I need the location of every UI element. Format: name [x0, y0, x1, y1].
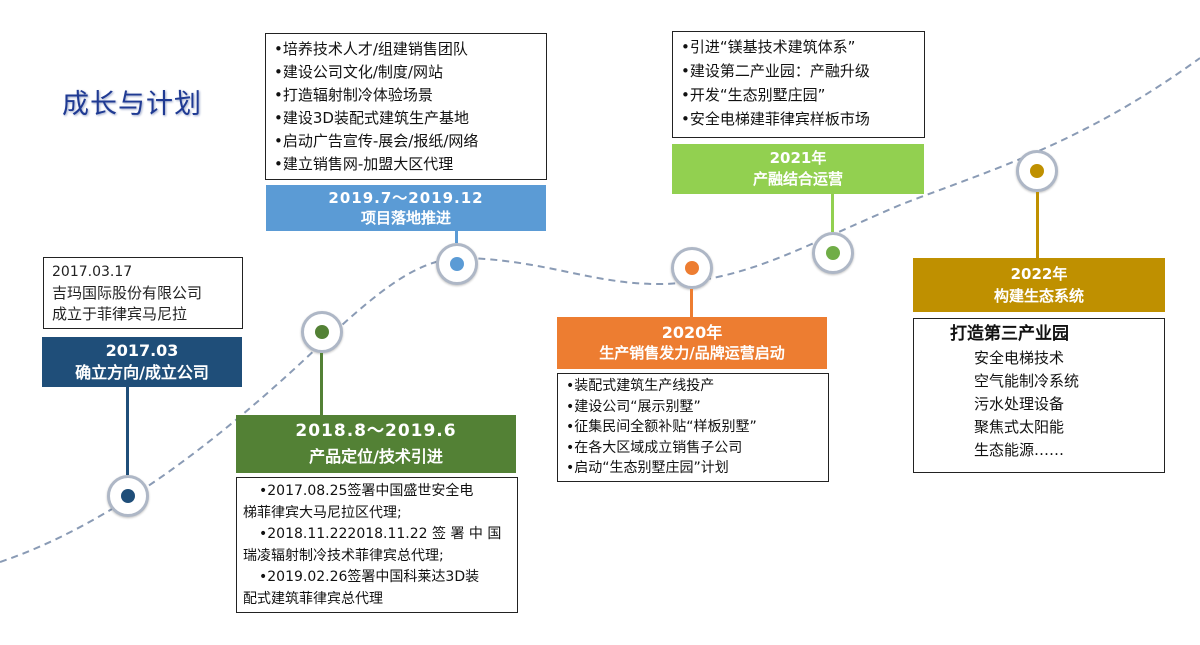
detail-item: 污水处理设备 [974, 395, 1065, 413]
milestone-subtitle: 产品定位/技术引进 [309, 447, 443, 466]
detail-item: •启动“生态别墅庄园”计划 [566, 460, 729, 476]
node-dot [450, 257, 464, 271]
connector-line-2017 [126, 387, 129, 475]
milestone-subtitle: 生产销售发力/品牌运营启动 [599, 344, 785, 362]
detail-item: •建设公司“展示别墅” [566, 398, 701, 415]
milestone-banner-2019: 2019.7～2019.12 项目落地推进 [266, 185, 546, 231]
detail-box-2021: •引进“镁基技术建筑体系” •建设第二产业园：产融升级 •开发“生态别墅庄园” … [672, 31, 925, 138]
detail-item: 安全电梯技术 [974, 349, 1065, 367]
page-title: 成长与计划 [62, 89, 202, 120]
node-dot [685, 261, 699, 275]
node-dot [315, 325, 329, 339]
milestone-date: 2017.03 [105, 341, 179, 360]
milestone-banner-2021: 2021年 产融结合运营 [672, 144, 924, 194]
detail-item: •2017.08.25签署中国盛世安全电 [259, 483, 474, 499]
connector-line-2022 [1036, 192, 1039, 258]
note-line: 2017.03.17 [52, 264, 133, 280]
milestone-date: 2021年 [769, 149, 827, 167]
timeline-node-2021[interactable] [812, 232, 854, 274]
milestone-banner-2018: 2018.8～2019.6 产品定位/技术引进 [236, 415, 516, 473]
milestone-date: 2018.8～2019.6 [295, 421, 457, 441]
detail-item: •打造辐射制冷体验场景 [274, 86, 433, 104]
milestone-banner-2020: 2020年 生产销售发力/品牌运营启动 [557, 317, 827, 369]
timeline-node-2022[interactable] [1016, 150, 1058, 192]
note-box-2017: 2017.03.17 吉玛国际股份有限公司 成立于菲律宾马尼拉 [43, 257, 243, 329]
node-dot [826, 246, 840, 260]
detail-item: •培养技术人才/组建销售团队 [274, 40, 468, 58]
milestone-subtitle: 产融结合运营 [752, 170, 843, 188]
detail-item: 生态能源…… [974, 441, 1065, 459]
milestone-subtitle: 确立方向/成立公司 [75, 363, 209, 382]
timeline-node-2020[interactable] [671, 247, 713, 289]
connector-line-2019 [455, 231, 458, 243]
milestone-date: 2019.7～2019.12 [328, 189, 484, 207]
detail-item: •建立销售网-加盟大区代理 [274, 155, 454, 173]
detail-box-2018: •2017.08.25签署中国盛世安全电 梯菲律宾大马尼拉区代理; •2018.… [236, 477, 518, 613]
detail-item: •装配式建筑生产线投产 [566, 378, 715, 394]
detail-box-2020: •装配式建筑生产线投产 •建设公司“展示别墅” •征集民间全额补贴“样板别墅” … [557, 373, 829, 482]
connector-line-2021 [831, 194, 834, 232]
detail-box-2019: •培养技术人才/组建销售团队 •建设公司文化/制度/网站 •打造辐射制冷体验场景… [265, 33, 547, 180]
timeline-node-2018[interactable] [301, 311, 343, 353]
detail-item: •引进“镁基技术建筑体系” [681, 38, 856, 56]
milestone-banner-2017: 2017.03 确立方向/成立公司 [42, 337, 242, 387]
detail-item: •建设公司文化/制度/网站 [274, 63, 443, 81]
detail-item: 梯菲律宾大马尼拉区代理; [243, 504, 402, 521]
detail-item: 空气能制冷系统 [974, 372, 1080, 390]
timeline-node-2019[interactable] [436, 243, 478, 285]
detail-item: •2018.11.222018.11.22 签 署 中 国 [259, 526, 502, 542]
node-dot [121, 489, 135, 503]
detail-item: 聚焦式太阳能 [974, 418, 1065, 436]
note-line: 吉玛国际股份有限公司 [52, 284, 203, 302]
milestone-subtitle: 项目落地推进 [360, 209, 451, 227]
timeline-node-2017[interactable] [107, 475, 149, 517]
detail-item: •安全电梯建菲律宾样板市场 [681, 110, 870, 128]
detail-item: •2019.02.26签署中国科莱达3D装 [259, 569, 480, 585]
detail-item: 瑞凌辐射制冷技术菲律宾总代理; [243, 547, 444, 564]
detail-item: •开发“生态别墅庄园” [681, 86, 826, 104]
detail-heading: 打造第三产业园 [950, 324, 1069, 344]
detail-item: 配式建筑菲律宾总代理 [243, 590, 383, 607]
detail-item: •启动广告宣传-展会/报纸/网络 [274, 132, 479, 150]
connector-line-2018 [320, 353, 323, 415]
milestone-date: 2022年 [1010, 265, 1068, 283]
detail-item: •建设3D装配式建筑生产基地 [274, 109, 469, 127]
detail-item: •在各大区域成立销售子公司 [566, 439, 743, 456]
milestone-date: 2020年 [661, 323, 723, 342]
node-dot [1030, 164, 1044, 178]
milestone-subtitle: 构建生态系统 [993, 287, 1084, 305]
detail-box-2022: 打造第三产业园 安全电梯技术 空气能制冷系统 污水处理设备 聚焦式太阳能 生态能… [913, 318, 1165, 473]
connector-line-2020 [690, 289, 693, 317]
detail-item: •建设第二产业园：产融升级 [681, 62, 870, 80]
note-line: 成立于菲律宾马尼拉 [52, 305, 188, 323]
milestone-banner-2022: 2022年 构建生态系统 [913, 258, 1165, 312]
detail-item: •征集民间全额补贴“样板别墅” [566, 419, 757, 435]
